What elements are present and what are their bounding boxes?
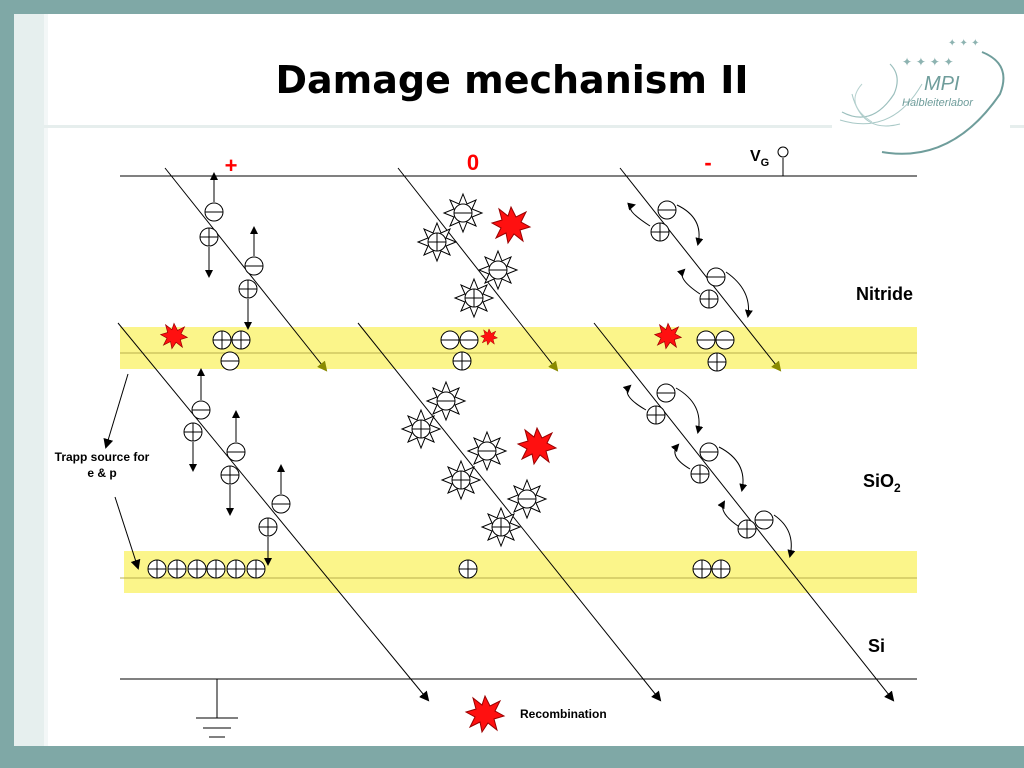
track-minus-upper [619, 167, 782, 372]
svg-text:✦ ✦ ✦: ✦ ✦ ✦ [948, 38, 980, 49]
track-minus-lower [593, 322, 895, 702]
upper-trap-band [120, 327, 917, 369]
track-plus-lower [117, 322, 430, 702]
logo-name: MPI [924, 73, 960, 95]
voltage-zero-label: 0 [467, 150, 479, 175]
si-label: Si [868, 636, 885, 656]
title-divider [44, 125, 1024, 128]
plus-oxide-charges [183, 368, 291, 566]
recombination-legend-icon [465, 695, 505, 733]
slide-title: Damage mechanism II [275, 58, 749, 102]
left-sidebar-stripe [14, 14, 44, 746]
plus-nitride-charges [199, 172, 264, 330]
voltage-plus-label: + [225, 153, 238, 178]
mpi-halbleiterlabor-logo: ✦ ✦ ✦ ✦ ✦ ✦ ✦ MPI Halbleiterlabor [832, 24, 1010, 160]
zero-nitride-stars [417, 193, 531, 318]
trap-source-arrow-down [114, 496, 141, 570]
voltage-minus-label: - [704, 150, 711, 175]
trap-source-arrow-up [103, 373, 129, 449]
sio2-label: SiO2 [863, 471, 901, 495]
nitride-label: Nitride [856, 284, 913, 304]
recombination-legend-label: Recombination [520, 707, 607, 721]
trap-source-label-line2: e & p [87, 466, 116, 480]
track-zero-upper [397, 167, 559, 372]
track-zero-lower [357, 322, 662, 702]
ground-symbol [196, 679, 238, 738]
minus-oxide-charges [622, 383, 796, 558]
minus-nitride-charges [627, 200, 753, 318]
svg-text:✦ ✦ ✦ ✦: ✦ ✦ ✦ ✦ [902, 55, 954, 69]
logo-subtitle: Halbleiterlabor [902, 97, 974, 109]
gate-voltage-label: VG [750, 148, 769, 169]
left-sidebar-stripe-light [44, 14, 48, 746]
trap-source-label-line1: Trapp source for [55, 450, 150, 464]
